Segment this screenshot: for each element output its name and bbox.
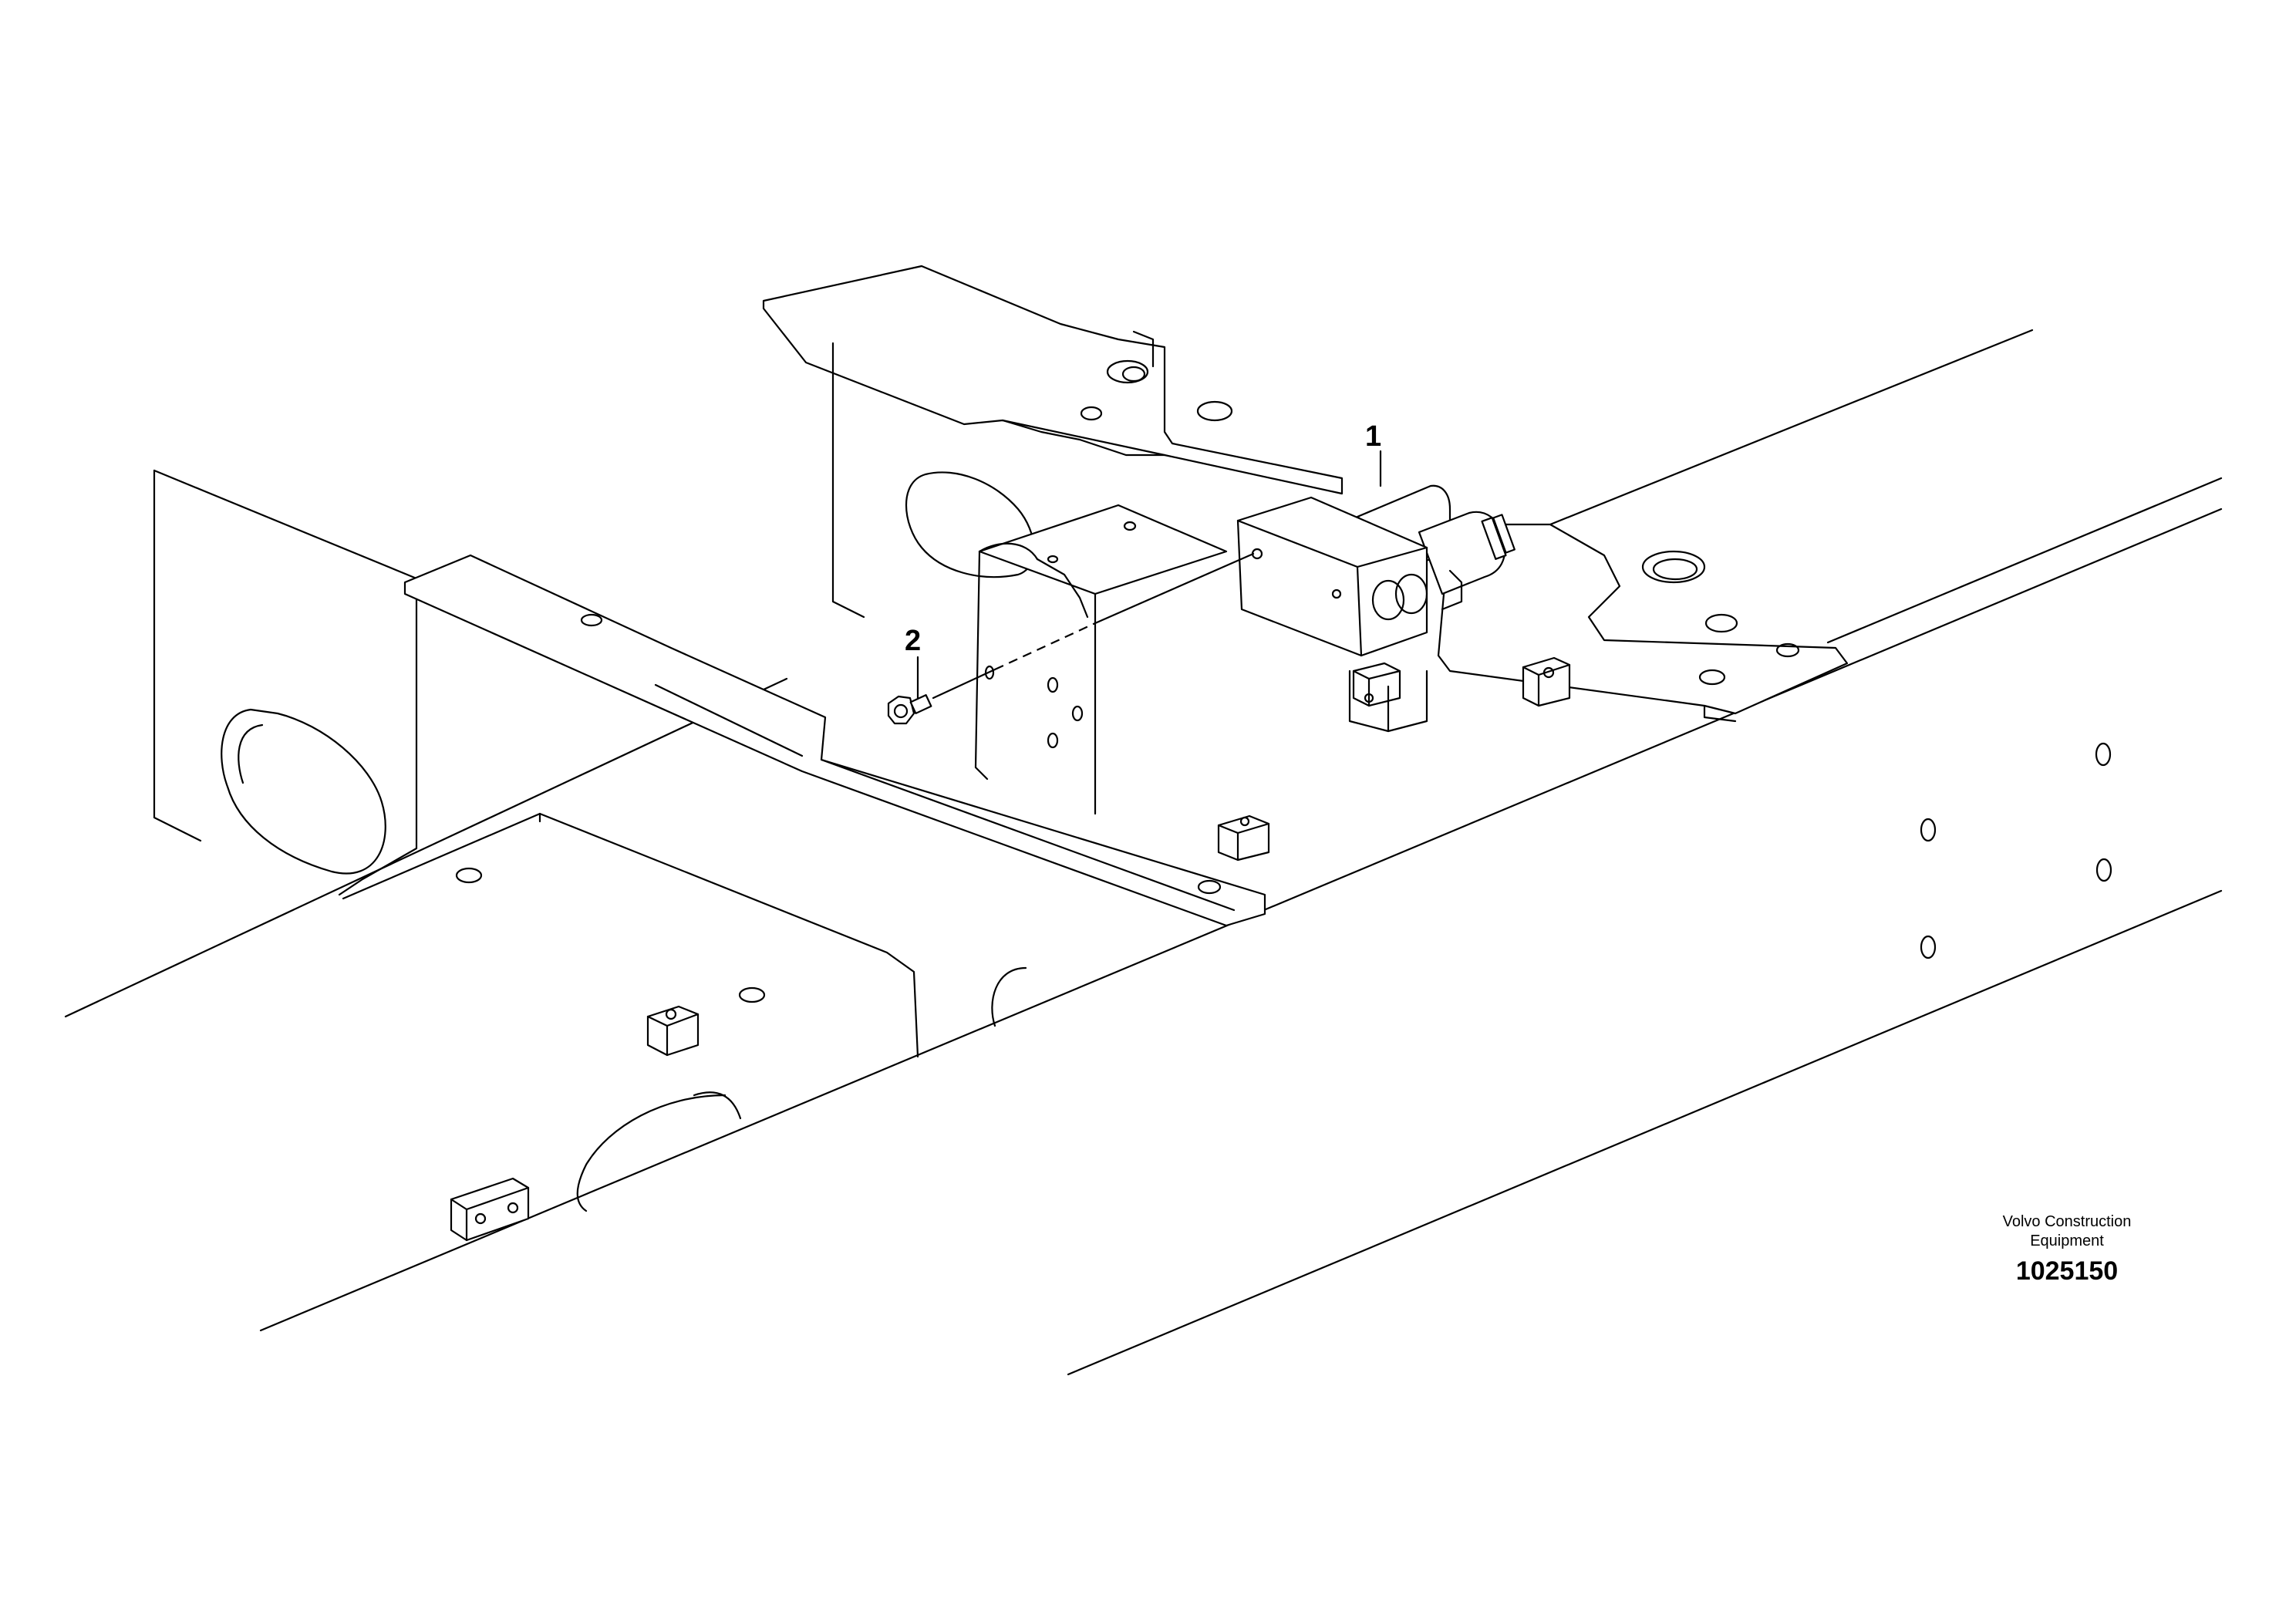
callout-1: 1	[1365, 420, 1382, 453]
block-middle	[1217, 814, 1270, 862]
upper-bracket-plate	[762, 265, 1344, 619]
drawing-brand-block: Volvo Construction Equipment 1025150	[1951, 1212, 2183, 1288]
leader-lines	[916, 450, 1382, 700]
callout-2: 2	[905, 625, 922, 657]
drawing-number: 1025150	[2015, 1256, 2119, 1286]
valve-item-1	[1236, 484, 1515, 657]
mounting-bracket	[974, 504, 1228, 815]
block-right	[1522, 656, 1571, 707]
lower-left-plate	[342, 812, 1027, 1212]
left-side-plate	[153, 469, 418, 896]
middle-long-plate	[403, 554, 1266, 927]
block-bottom	[450, 1177, 530, 1242]
brand-line-2: Equipment	[2030, 1233, 2104, 1249]
brand-line-1: Volvo Construction	[2002, 1213, 2132, 1230]
rail-holes	[1920, 742, 2112, 959]
block-upper-center	[1352, 662, 1401, 707]
block-under-valve	[1348, 669, 1428, 733]
assembly-path	[932, 552, 1255, 700]
bolt-item-2	[887, 694, 932, 725]
frame-rails	[64, 329, 2223, 1376]
mounting-blocks	[450, 656, 1571, 1242]
block-lower	[646, 1005, 700, 1057]
